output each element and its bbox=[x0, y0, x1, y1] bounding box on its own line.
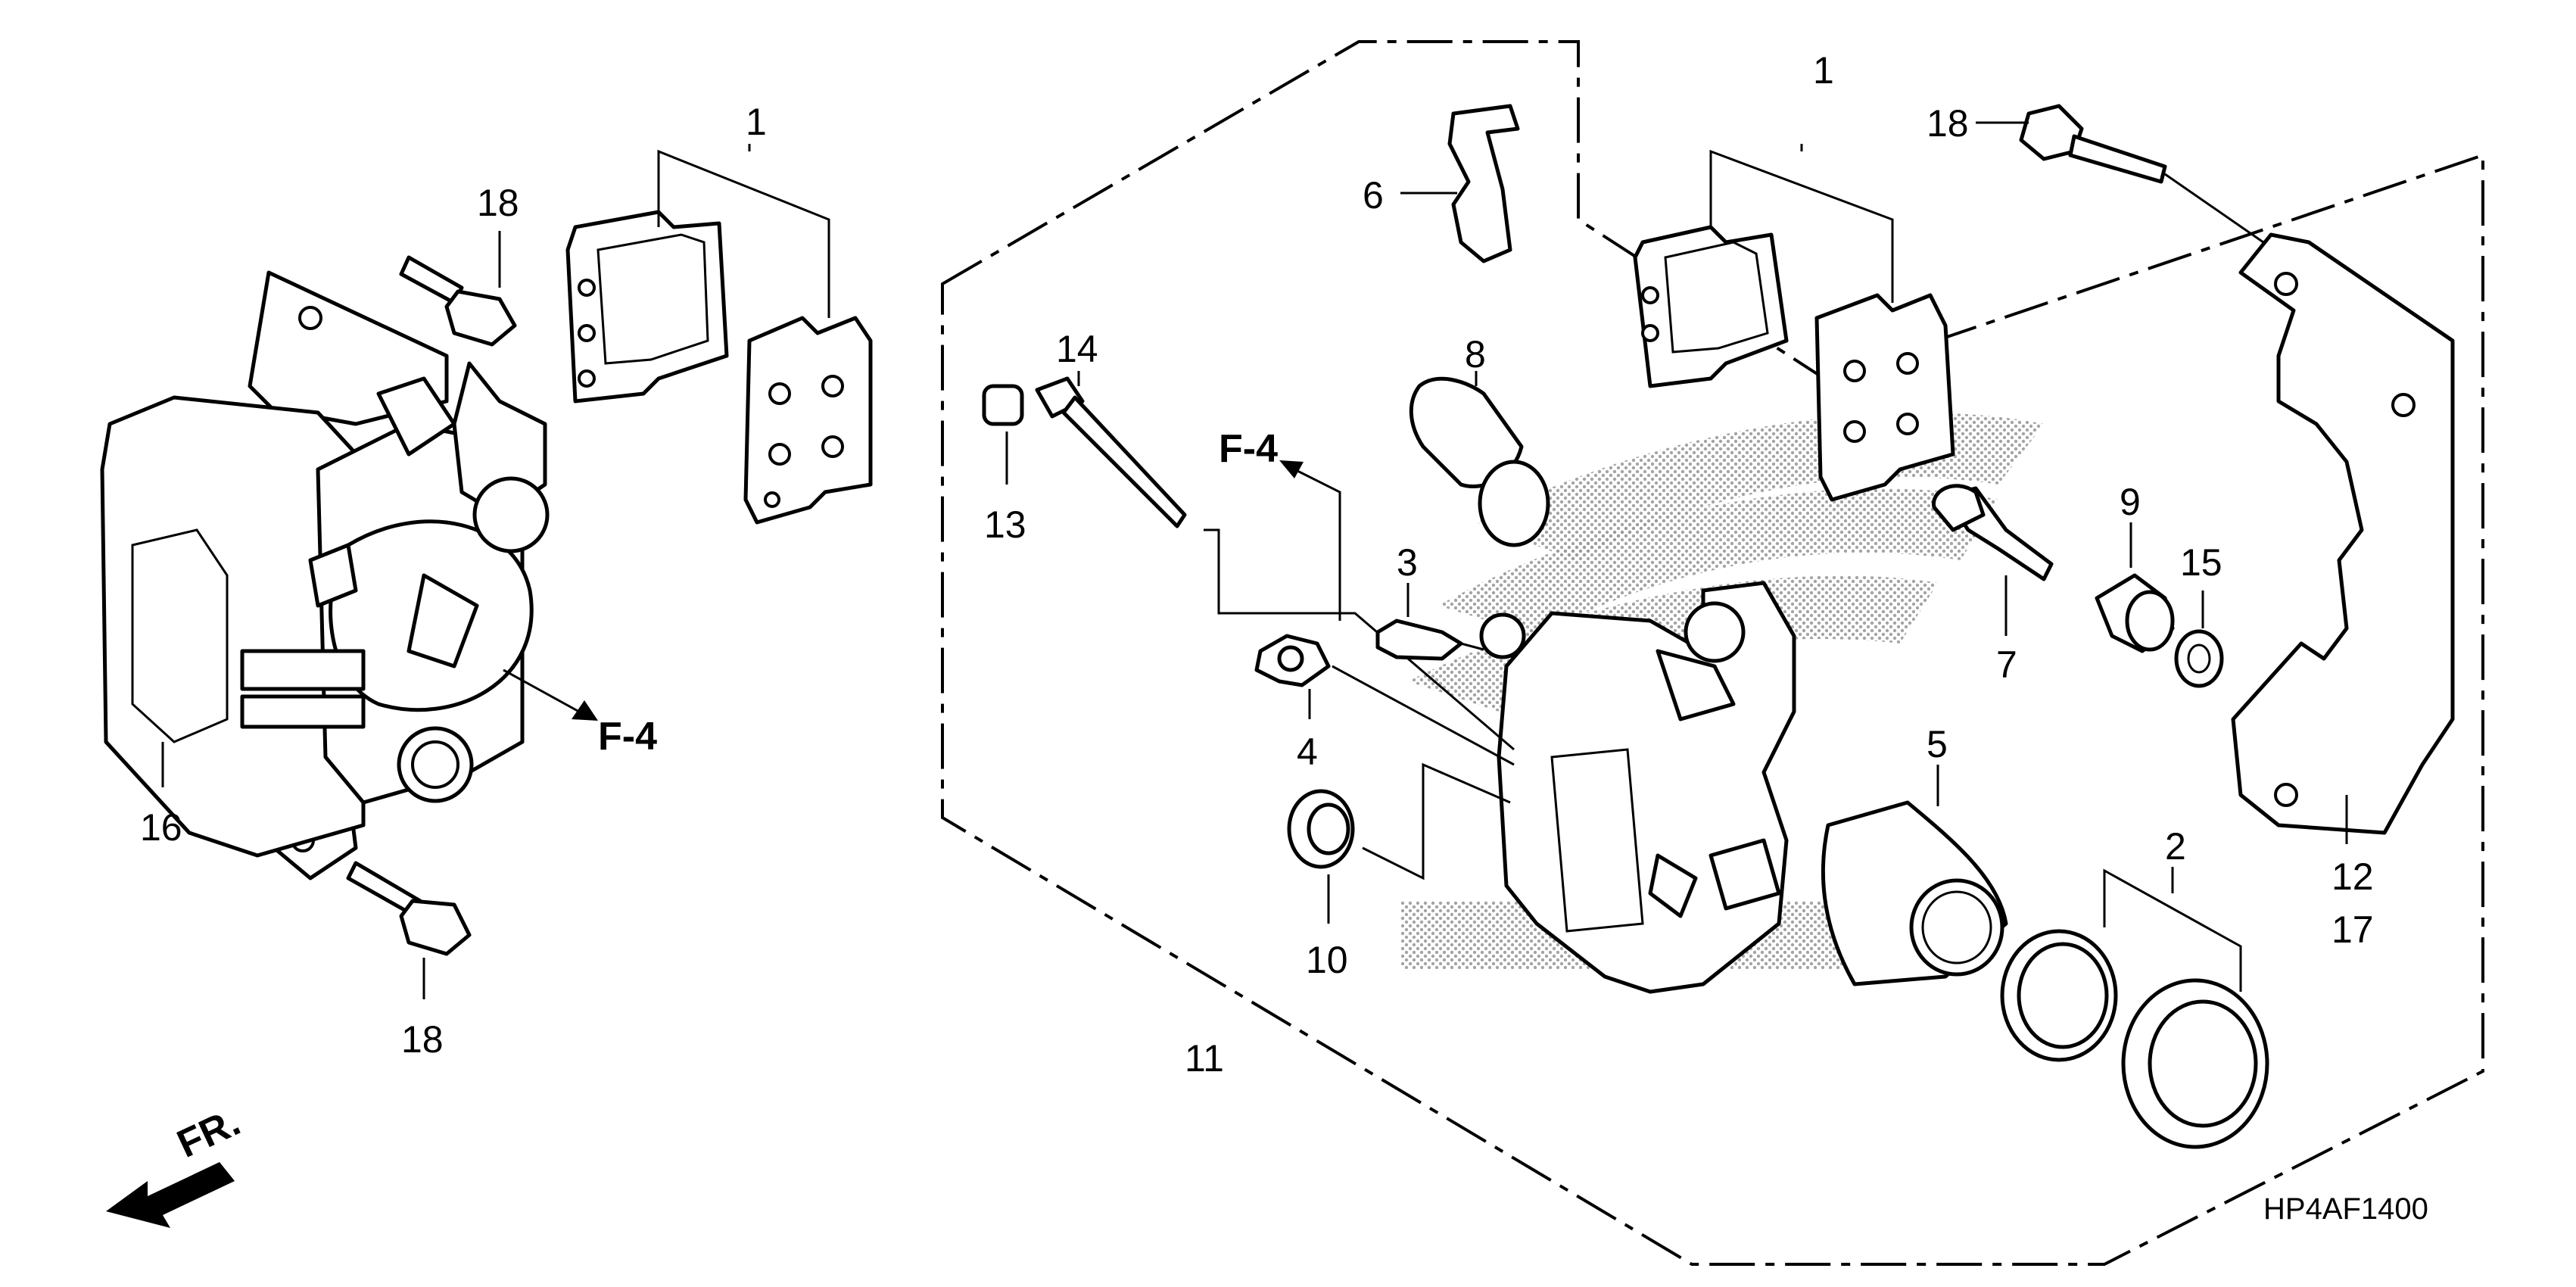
bleeder-3 bbox=[1375, 619, 1484, 661]
label-9: 9 bbox=[2120, 481, 2141, 523]
label-17: 17 bbox=[2331, 908, 2374, 951]
bleeder-cap-4 bbox=[1254, 634, 1331, 687]
label-1-left: 1 bbox=[746, 101, 767, 143]
leader-18-right bbox=[1976, 121, 2264, 244]
spring-clip-6 bbox=[1447, 104, 1520, 263]
label-5: 5 bbox=[1927, 723, 1948, 765]
label-6: 6 bbox=[1363, 174, 1384, 217]
label-7: 7 bbox=[1996, 644, 2017, 686]
f4-label-left: F-4 bbox=[598, 715, 657, 759]
leader-1-right bbox=[1709, 144, 1894, 303]
f4-label-center: F-4 bbox=[1219, 427, 1278, 471]
pin-14 bbox=[1035, 376, 1187, 528]
front-indicator-label: FR. bbox=[171, 1100, 247, 1167]
label-8: 8 bbox=[1465, 333, 1486, 376]
washer-15 bbox=[2174, 629, 2224, 688]
f4-reference-left bbox=[503, 668, 598, 721]
label-18-bottom-left: 18 bbox=[401, 1018, 444, 1061]
label-4: 4 bbox=[1297, 731, 1318, 773]
diagram-code: HP4AF1400 bbox=[2263, 1192, 2428, 1226]
caliper-body-11 bbox=[1479, 581, 1796, 994]
piston-seal-2 bbox=[2000, 929, 2118, 1062]
f4-reference-center bbox=[1286, 464, 1341, 621]
leader-2 bbox=[2103, 867, 2242, 992]
leader-14-group bbox=[1204, 528, 1515, 751]
cap-13 bbox=[982, 384, 1024, 426]
brake-pads-left-1 bbox=[565, 210, 873, 525]
brake-pads-right-1 bbox=[1633, 225, 1955, 502]
label-18-top-left: 18 bbox=[477, 182, 519, 224]
label-18-right: 18 bbox=[1927, 102, 1969, 145]
pin-7 bbox=[1932, 484, 2054, 581]
boot-9 bbox=[2095, 573, 2175, 653]
front-direction-arrow-icon bbox=[106, 1162, 235, 1228]
bolt-18-right bbox=[2019, 104, 2167, 184]
boot-10 bbox=[1287, 789, 1355, 869]
label-16: 16 bbox=[140, 806, 182, 849]
dust-seal-2 bbox=[2121, 978, 2269, 1149]
label-11: 11 bbox=[1185, 1037, 1224, 1080]
label-14: 14 bbox=[1056, 328, 1098, 370]
label-2: 2 bbox=[2165, 825, 2186, 868]
label-12: 12 bbox=[2331, 855, 2374, 898]
leader-4 bbox=[1308, 665, 1515, 766]
bolt-18-bottom-left bbox=[346, 861, 472, 956]
caliper-assembled-16 bbox=[100, 270, 550, 880]
label-15: 15 bbox=[2180, 541, 2222, 584]
caliper-bracket-12 bbox=[2231, 232, 2455, 835]
label-13: 13 bbox=[984, 503, 1026, 546]
label-10: 10 bbox=[1306, 939, 1348, 981]
piston-5 bbox=[1821, 800, 2008, 986]
assembly-boundary-11 bbox=[941, 40, 2484, 1266]
label-1-right: 1 bbox=[1813, 49, 1834, 92]
bolt-18-top-left bbox=[399, 255, 517, 347]
leader-10 bbox=[1327, 762, 1511, 924]
leader-1-left bbox=[657, 144, 830, 318]
sleeve-8 bbox=[1409, 377, 1550, 547]
label-3: 3 bbox=[1397, 541, 1418, 584]
